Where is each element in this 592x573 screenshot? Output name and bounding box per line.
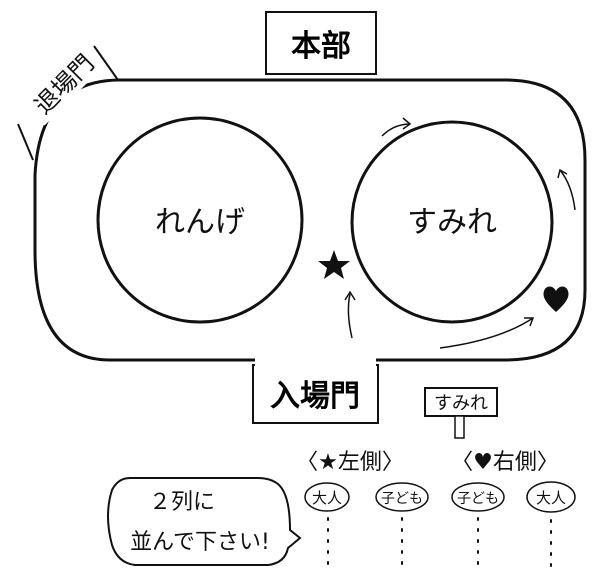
heart-icon: [543, 286, 569, 312]
arrow-bottom-head: [524, 317, 535, 327]
arrow-top-head: [402, 117, 412, 130]
exit-gate: 退場門: [17, 40, 119, 161]
star-icon: [318, 250, 350, 279]
headquarters-label: 本部: [291, 29, 351, 64]
entrance-gate-box: [252, 364, 379, 424]
queue-lines: [327, 517, 552, 571]
sumire-sign-label: すみれ: [434, 393, 488, 414]
queue-child-right: 子ども: [451, 482, 505, 512]
sumire-sign: すみれ: [424, 387, 498, 439]
speech-line-2: 並んで下さい!: [130, 530, 270, 555]
arrow-right-side: [559, 169, 576, 211]
circle-renge-label: れんげ: [155, 205, 245, 240]
queue-child-left: 子ども: [375, 482, 429, 512]
arrow-star-head: [344, 290, 356, 301]
circle-sumire-label: すみれ: [407, 205, 497, 240]
svg-text:大人: 大人: [312, 489, 342, 507]
direction-arrows: [344, 117, 576, 349]
queue-adult-left: 大人: [304, 482, 350, 512]
svg-text:子ども: 子ども: [381, 491, 423, 507]
right-side-heading: 〈♥右側〉: [451, 450, 559, 475]
speech-bubble: [107, 477, 302, 566]
entrance-gate-label: 入場門: [270, 379, 360, 414]
arrow-top: [381, 123, 411, 137]
circle-renge: [96, 116, 304, 324]
arrow-star: [347, 293, 353, 339]
svg-text:大人: 大人: [536, 489, 566, 507]
queue-adult-right: 大人: [526, 481, 576, 513]
arrow-bottom: [439, 317, 534, 349]
svg-text:子ども: 子ども: [457, 491, 499, 507]
arrow-right-side-head: [557, 168, 568, 179]
circle-sumire: [350, 120, 554, 324]
left-side-heading: 〈★左側〉: [296, 450, 404, 475]
track-outline: [33, 78, 587, 362]
headquarters-box: [265, 11, 377, 75]
speech-line-1: ２列に: [149, 490, 215, 515]
